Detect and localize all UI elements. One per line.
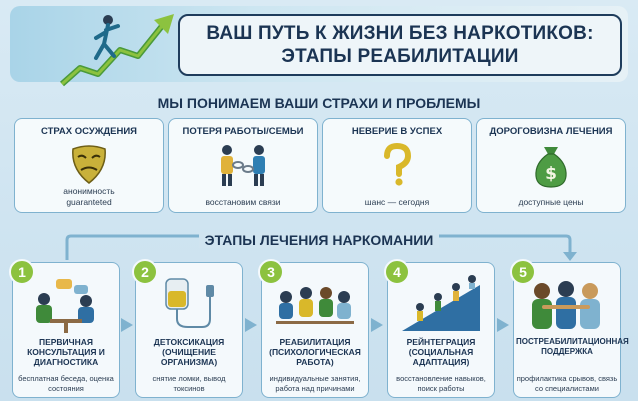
stage-title: ПЕРВИЧНАЯ КОНСУЛЬТАЦИЯ И ДИАГНОСТИКА (27, 337, 105, 367)
stage-caption: восстановление навыков, поиск работы (396, 374, 486, 393)
stage-number-badge: 3 (258, 259, 284, 285)
broken-chain-people-icon (221, 145, 265, 186)
stages-title-text: ЭТАПЫ ЛЕЧЕНИЯ НАРКОМАНИИ (198, 232, 440, 248)
problem-card-cost: ДОРОГОВИЗНА ЛЕЧЕНИЯ $ доступные цены (476, 118, 626, 213)
stage-number-badge: 5 (510, 259, 536, 285)
problem-card-judgment: СТРАХ ОСУЖДЕНИЯ анонимность guaranteted (14, 118, 164, 213)
stage-title: ПОСТРЕАБИЛИТАЦИОННАЯ ПОДДЕРЖКА (516, 337, 629, 356)
stage-card-2: 2 ДЕТОКСИКАЦИЯ (ОЧИЩЕНИЕ ОРГАНИЗМА) снят… (132, 259, 243, 398)
money-bag-icon: $ (535, 147, 567, 188)
page-title-line-2: ЭТАПЫ РЕАБИЛИТАЦИИ (281, 46, 519, 67)
stage-title: РЕЙНТЕГРАЦИЯ (СОЦИАЛЬНАЯ АДАПТАЦИЯ) (406, 337, 476, 367)
stage-number-badge: 2 (132, 259, 158, 285)
header-banner: ВАШ ПУТЬ К ЖИЗНИ БЕЗ НАРКОТИКОВ: ЭТАПЫ Р… (10, 6, 628, 87)
consultation-icon (36, 279, 94, 333)
stage-number-badge: 1 (9, 259, 35, 285)
stage-card-5: 5 ПОСТРЕАБИЛИТАЦИОННАЯ ПОДДЕРЖКА профила… (510, 259, 629, 398)
stage-title: РЕАБИЛИТАЦИЯ (ПСИХОЛОГИЧЕСКАЯ РАБОТА) (269, 337, 361, 367)
page-title-box: ВАШ ПУТЬ К ЖИЗНИ БЕЗ НАРКОТИКОВ: ЭТАПЫ Р… (178, 14, 622, 76)
stage-card-3: 3 РЕАБИЛИТАЦИЯ (ПСИХОЛОГИЧЕСКАЯ РАБОТА) … (258, 259, 369, 398)
group-hug-icon (532, 281, 600, 329)
stage-caption: индивидуальные занятия, работа над причи… (269, 374, 361, 393)
question-mark-icon (384, 143, 412, 186)
stage-caption: бесплатная беседа, оценка состояния (18, 374, 114, 393)
arrow-right-icon (371, 318, 383, 332)
arrow-right-icon (121, 318, 133, 332)
problems-section-title: МЫ ПОНИМАЕМ ВАШИ СТРАХИ И ПРОБЛЕМЫ (157, 95, 481, 111)
problem-title: НЕВЕРИЕ В УСПЕХ (351, 126, 443, 137)
problem-caption-2: guaranteted (66, 197, 112, 207)
stage-caption: снятие ломки, вывод токсинов (152, 374, 226, 393)
rising-arrow-climber-icon (60, 14, 174, 87)
mask-icon (72, 145, 106, 184)
svg-text:$: $ (545, 164, 557, 184)
problem-title: СТРАХ ОСУЖДЕНИЯ (40, 126, 137, 137)
problem-caption: восстановим связи (205, 197, 281, 207)
page-title-line-1: ВАШ ПУТЬ К ЖИЗНИ БЕЗ НАРКОТИКОВ: (206, 23, 594, 44)
iv-drip-icon (165, 278, 214, 328)
problem-caption: доступные цены (518, 197, 584, 207)
problem-title: ПОТЕРЯ РАБОТЫ/СЕМЬИ (182, 126, 304, 137)
problem-card-job-family: ПОТЕРЯ РАБОТЫ/СЕМЬИ восстановим связи (168, 118, 318, 213)
problem-title: ДОРОГОВИЗНА ЛЕЧЕНИЯ (489, 126, 613, 137)
problem-caption: шанс — сегодня (364, 197, 430, 207)
group-therapy-icon (276, 287, 354, 324)
people-climbing-icon (402, 275, 480, 331)
stage-card-1: 1 ПЕРВИЧНАЯ КОНСУЛЬТАЦИЯ И ДИАГНОСТИКА б… (9, 259, 120, 398)
stage-number-badge: 4 (384, 259, 410, 285)
stage-caption: профилактика срывов, связь со специалист… (516, 374, 618, 393)
arrow-right-icon (245, 318, 257, 332)
problem-caption: анонимность (63, 186, 115, 196)
stage-title: ДЕТОКСИКАЦИЯ (ОЧИЩЕНИЕ ОРГАНИЗМА) (153, 337, 225, 367)
stage-card-4: 4 РЕЙНТЕГРАЦИЯ (СОЦИАЛЬНАЯ АДАПТАЦИЯ) во… (384, 259, 495, 398)
problem-card-disbelief: НЕВЕРИЕ В УСПЕХ шанс — сегодня (322, 118, 472, 213)
stages-section-title: ЭТАПЫ ЛЕЧЕНИЯ НАРКОМАНИИ (0, 232, 638, 248)
arrow-right-icon (497, 318, 509, 332)
